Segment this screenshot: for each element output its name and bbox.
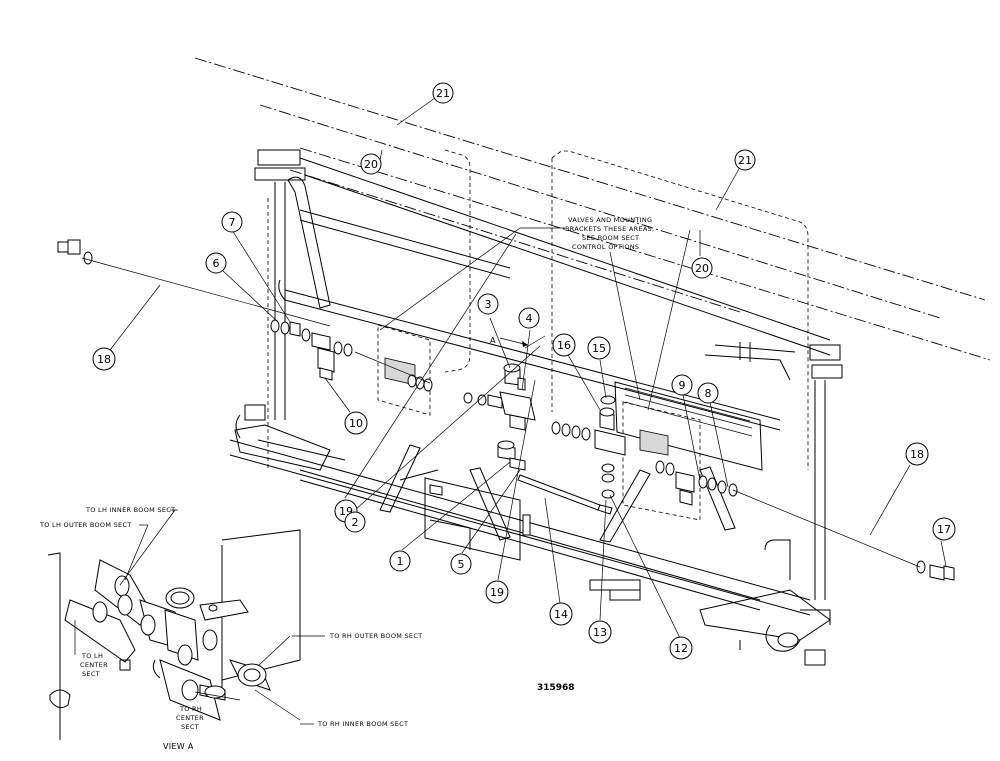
- valves-note: VALVES AND MOUNTING BRACKETS THESE AREAS…: [379, 216, 654, 401]
- svg-text:VALVES AND MOUNTING: VALVES AND MOUNTING: [568, 216, 652, 224]
- svg-text:SECT: SECT: [82, 670, 100, 678]
- callout-18-left: 18: [92, 347, 116, 371]
- svg-text:SEE BOOM SECT: SEE BOOM SECT: [582, 234, 639, 242]
- callout-16: 16: [552, 333, 576, 357]
- svg-text:18: 18: [97, 353, 111, 366]
- centerlines: [194, 57, 991, 361]
- svg-text:9: 9: [679, 379, 686, 392]
- callout-15: 15: [587, 336, 611, 360]
- svg-text:1: 1: [397, 555, 404, 568]
- svg-text:4: 4: [526, 312, 533, 325]
- callout-6: 6: [205, 252, 227, 274]
- svg-text:TO RH OUTER BOOM SECT: TO RH OUTER BOOM SECT: [329, 632, 422, 640]
- right-fittings: [655, 460, 955, 581]
- svg-text:7: 7: [229, 216, 236, 229]
- leader-lines: [81, 97, 947, 639]
- svg-text:15: 15: [592, 342, 606, 355]
- svg-text:CONTROL OPTIONS: CONTROL OPTIONS: [572, 243, 639, 251]
- callout-9: 9: [671, 374, 693, 396]
- callout-21-right: 21: [734, 149, 756, 171]
- view-a-labels: TO LH INNER BOOM SECT TO LH OUTER BOOM S…: [39, 506, 422, 751]
- svg-text:TO LH INNER BOOM SECT: TO LH INNER BOOM SECT: [85, 506, 175, 514]
- svg-text:13: 13: [593, 626, 607, 639]
- callout-13: 13: [588, 620, 612, 644]
- svg-text:20: 20: [364, 158, 378, 171]
- svg-text:SECT: SECT: [181, 723, 199, 731]
- svg-text:3: 3: [485, 298, 492, 311]
- svg-text:TO RH: TO RH: [179, 705, 202, 713]
- callout-20-right: 20: [691, 257, 713, 279]
- callout-1: 1: [389, 550, 411, 572]
- svg-text:2: 2: [352, 516, 359, 529]
- view-a-caption: VIEW A: [163, 742, 194, 751]
- svg-text:TO RH INNER BOOM SECT: TO RH INNER BOOM SECT: [317, 720, 408, 728]
- svg-text:BRACKETS THESE AREAS,: BRACKETS THESE AREAS,: [565, 225, 654, 233]
- callout-19-center: 19: [485, 580, 509, 604]
- svg-text:5: 5: [458, 558, 465, 571]
- drawing-number: 315968: [537, 683, 575, 693]
- svg-text:CENTER: CENTER: [80, 661, 108, 669]
- svg-text:17: 17: [937, 523, 951, 536]
- callout-4: 4: [518, 307, 540, 329]
- callout-20-top: 20: [360, 153, 382, 175]
- callout-14: 14: [549, 602, 573, 626]
- callout-7: 7: [221, 211, 243, 233]
- view-a-detail: [47, 509, 301, 740]
- svg-text:21: 21: [738, 154, 752, 167]
- callout-3: 3: [477, 293, 499, 315]
- callout-18-right: 18: [905, 442, 929, 466]
- callout-17: 17: [932, 517, 956, 541]
- svg-text:16: 16: [557, 339, 571, 352]
- valve-mounting-areas: [377, 324, 701, 521]
- left-fittings: [57, 239, 433, 392]
- svg-text:10: 10: [349, 417, 363, 430]
- svg-text:20: 20: [695, 262, 709, 275]
- callout-12: 12: [669, 636, 693, 660]
- svg-text:19: 19: [490, 586, 504, 599]
- svg-text:CENTER: CENTER: [176, 714, 204, 722]
- svg-text:21: 21: [436, 87, 450, 100]
- callout-bubbles: 21 20 21 20 7 6 18 10 3 4 16 15 9 8 18 1…: [92, 82, 956, 660]
- svg-text:18: 18: [910, 448, 924, 461]
- callout-10: 10: [344, 411, 368, 435]
- svg-text:TO LH: TO LH: [81, 652, 103, 660]
- svg-text:12: 12: [674, 642, 688, 655]
- callout-21-top: 21: [432, 82, 454, 104]
- svg-text:6: 6: [213, 257, 220, 270]
- view-a-marker: A: [490, 336, 529, 347]
- svg-text:A: A: [490, 336, 496, 345]
- svg-text:14: 14: [554, 608, 568, 621]
- svg-text:TO LH OUTER BOOM SECT: TO LH OUTER BOOM SECT: [39, 521, 132, 529]
- central-manifold: [429, 363, 626, 536]
- callout-8: 8: [697, 382, 719, 404]
- svg-text:8: 8: [705, 387, 712, 400]
- callout-5: 5: [450, 553, 472, 575]
- main-frame: [229, 149, 843, 666]
- callout-2: 2: [344, 511, 366, 533]
